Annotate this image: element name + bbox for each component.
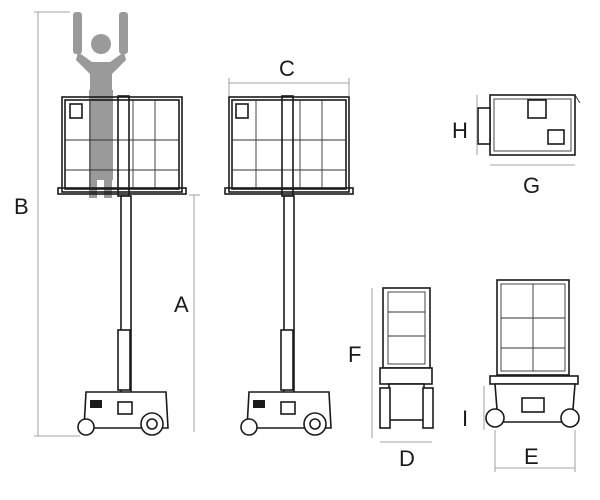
operator-silhouette [73, 12, 128, 198]
dimension-label-f: F [348, 342, 361, 367]
lift-with-operator [57, 12, 187, 436]
dimension-label-g: G [523, 173, 540, 198]
dimension-label-b: B [14, 194, 29, 219]
lift-front-view [224, 95, 354, 436]
dimension-label-h: H [452, 118, 468, 143]
dimension-label-d: D [399, 446, 415, 471]
dimension-label-c: C [279, 56, 295, 81]
dimension-label-e: E [524, 444, 539, 469]
lift-rear-view [485, 279, 580, 428]
dimension-label-i: I [462, 406, 468, 431]
lift-side-view [379, 287, 434, 429]
lift-top-view [477, 94, 581, 156]
dimension-label-a: A [174, 292, 189, 317]
dimension-lines [34, 11, 576, 472]
